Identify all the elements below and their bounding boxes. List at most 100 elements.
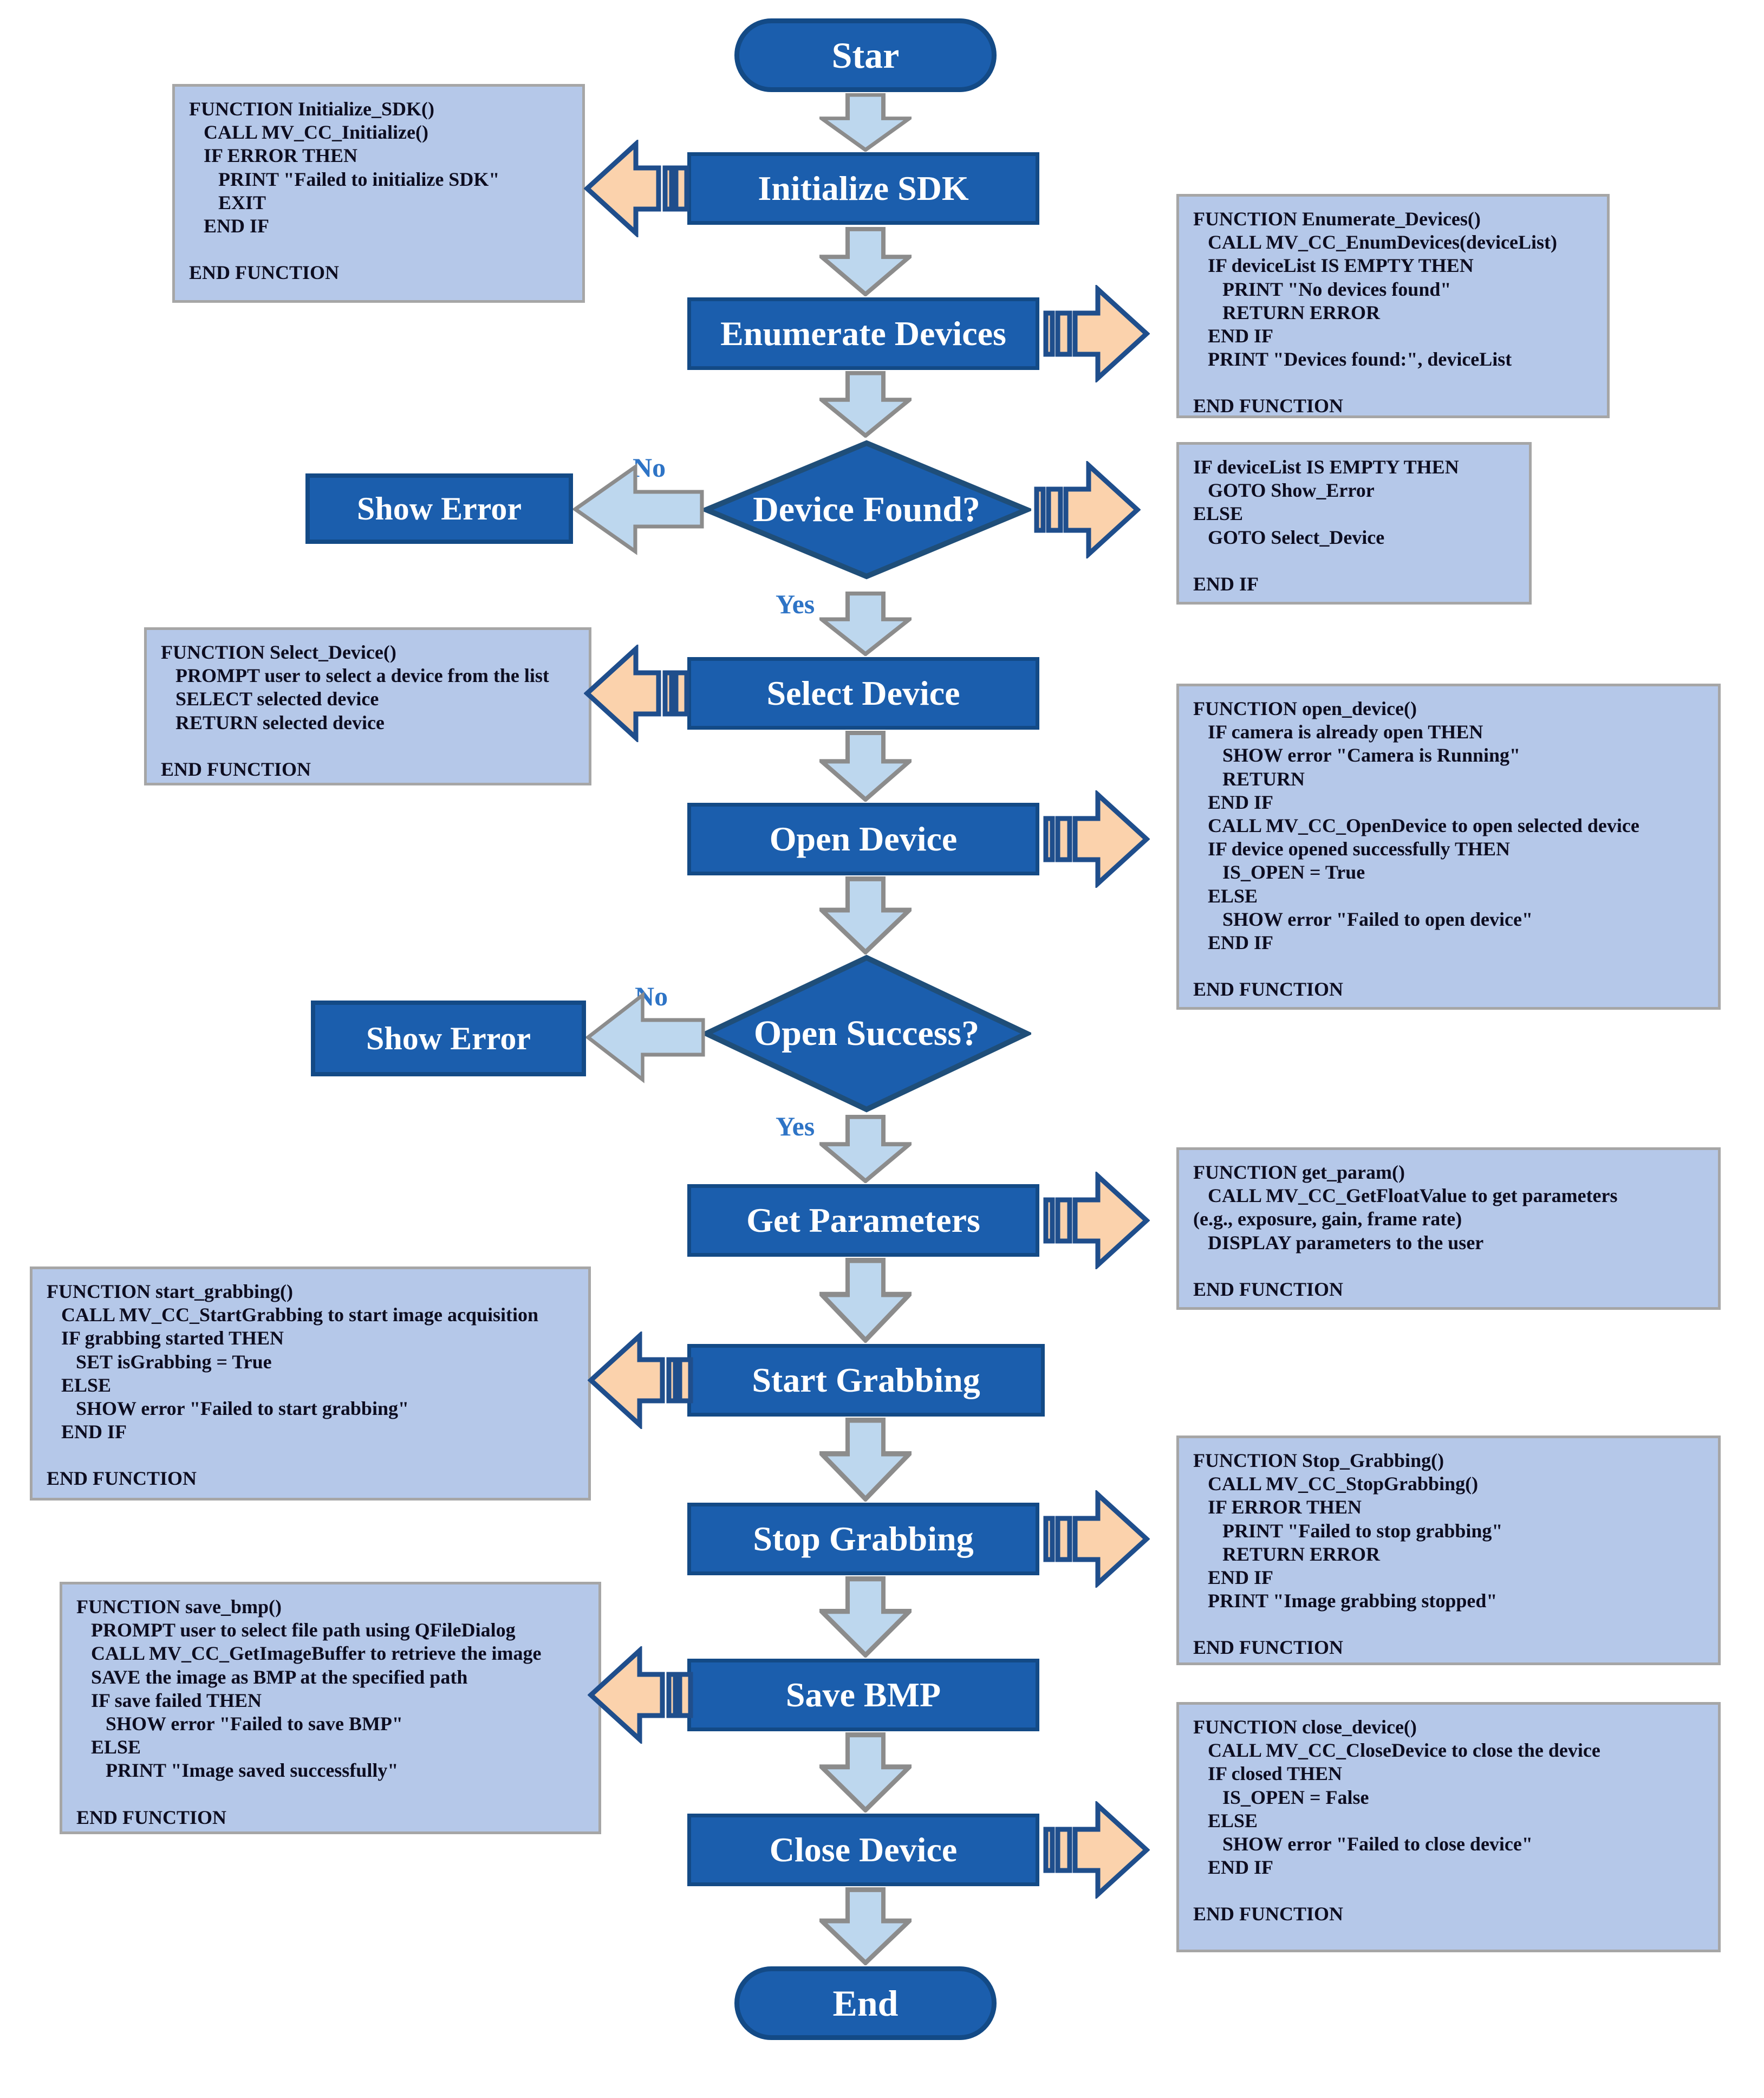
code-line: [1193, 371, 1593, 394]
striped-callout-arrow-right-icon: [1042, 790, 1150, 888]
code-line: DISPLAY parameters to the user: [1193, 1231, 1484, 1253]
code-line: END IF: [1193, 324, 1274, 347]
code-line: FUNCTION Select_Device(): [161, 641, 396, 663]
flow-arrow-down-icon: [819, 731, 912, 802]
codebox-select-device: FUNCTION Select_Device() PROMPT user to …: [144, 627, 591, 785]
code-line: PRINT "Image saved successfully": [76, 1759, 399, 1782]
step-stop-grabbing: Stop Grabbing: [687, 1503, 1039, 1575]
code-line: PRINT "Failed to stop grabbing": [1193, 1519, 1503, 1542]
code-line: FUNCTION get_param(): [1193, 1161, 1405, 1183]
code-line: GOTO Show_Error: [1193, 479, 1375, 502]
code-line: IF ERROR THEN: [1193, 1496, 1362, 1518]
code-line: END FUNCTION: [1193, 1903, 1344, 1925]
no-branch-arrow-left-icon: [573, 459, 704, 559]
code-line: SHOW error "Failed to open device": [1193, 908, 1533, 930]
end-node: End: [734, 1966, 997, 2040]
code-line: [47, 1444, 574, 1467]
flow-arrow-down-icon: [819, 227, 912, 296]
code-line: IF deviceList IS EMPTY THEN: [1193, 456, 1459, 478]
code-line: END IF: [1193, 791, 1274, 813]
flow-arrow-down-icon: [819, 1115, 912, 1183]
code-line: ELSE: [47, 1374, 112, 1396]
codebox-close-device: FUNCTION close_device() CALL MV_CC_Close…: [1176, 1702, 1721, 1952]
flow-arrow-down-icon: [819, 1418, 912, 1502]
code-line: (e.g., exposure, gain, frame rate): [1193, 1208, 1462, 1230]
striped-callout-arrow-left-icon: [588, 1646, 694, 1744]
code-line: CALL MV_CC_CloseDevice to close the devi…: [1193, 1739, 1600, 1762]
code-line: END IF: [47, 1421, 127, 1443]
step-enumerate-devices: Enumerate Devices: [687, 297, 1039, 370]
striped-callout-arrow-right-icon: [1032, 461, 1141, 558]
codebox-start-grabbing: FUNCTION start_grabbing() CALL MV_CC_Sta…: [30, 1266, 591, 1501]
code-line: PRINT "Image grabbing stopped": [1193, 1590, 1498, 1612]
code-line: PRINT "Devices found:", deviceList: [1193, 348, 1512, 371]
code-line: FUNCTION close_device(): [1193, 1716, 1417, 1738]
code-line: [76, 1783, 584, 1806]
decision-device-found-label: Device Found?: [753, 490, 980, 529]
diamond-shape-icon: [702, 954, 1031, 1113]
decision-open-success-label: Open Success?: [753, 1014, 980, 1053]
flow-arrow-down-icon: [819, 1576, 912, 1658]
code-line: END FUNCTION: [161, 758, 311, 780]
flow-arrow-down-icon: [819, 1887, 912, 1965]
code-line: [161, 735, 575, 758]
code-line: FUNCTION Initialize_SDK(): [189, 98, 434, 120]
branch-label-no-1: No: [633, 452, 666, 483]
branch-label-yes-1: Yes: [776, 589, 815, 619]
code-line: CALL MV_CC_OpenDevice to open selected d…: [1193, 814, 1639, 836]
code-line: SELECT selected device: [161, 688, 379, 710]
code-line: [1193, 1879, 1704, 1902]
flow-arrow-down-icon: [819, 1258, 912, 1343]
code-line: RETURN: [1193, 768, 1305, 790]
step-save-bmp: Save BMP: [687, 1659, 1039, 1731]
show-error-node-1: Show Error: [305, 473, 573, 544]
codebox-device-found-check: IF deviceList IS EMPTY THEN GOTO Show_Er…: [1176, 442, 1532, 605]
code-line: SHOW error "Camera is Running": [1193, 744, 1521, 767]
code-line: CALL MV_CC_StopGrabbing(): [1193, 1473, 1479, 1495]
code-line: [189, 238, 568, 261]
decision-open-success: Open Success?: [702, 953, 1031, 1114]
code-line: ELSE: [1193, 503, 1244, 525]
striped-callout-arrow-left-icon: [588, 1331, 694, 1429]
code-line: END FUNCTION: [1193, 978, 1344, 1001]
flow-arrow-down-icon: [819, 592, 912, 656]
code-line: PROMPT user to select a device from the …: [161, 665, 549, 687]
code-line: END FUNCTION: [76, 1806, 227, 1828]
code-line: ELSE: [1193, 885, 1258, 907]
code-line: END FUNCTION: [1193, 1278, 1344, 1300]
step-initialize-sdk: Initialize SDK: [687, 152, 1039, 225]
step-open-device: Open Device: [687, 803, 1039, 875]
step-start-grabbing: Start Grabbing: [687, 1344, 1045, 1417]
code-line: END FUNCTION: [1193, 395, 1344, 417]
code-line: IF ERROR THEN: [189, 145, 358, 167]
code-line: [1193, 954, 1704, 978]
start-node: Star: [734, 18, 997, 92]
code-line: PRINT "No devices found": [1193, 278, 1451, 300]
code-line: FUNCTION start_grabbing(): [47, 1281, 293, 1302]
step-select-device: Select Device: [687, 657, 1039, 730]
striped-callout-arrow-left-icon: [584, 140, 690, 237]
codebox-open-device: FUNCTION open_device() IF camera is alre…: [1176, 684, 1721, 1010]
code-line: SAVE the image as BMP at the specified p…: [76, 1666, 468, 1688]
code-line: CALL MV_CC_GetFloatValue to get paramete…: [1193, 1185, 1618, 1207]
show-error-node-2: Show Error: [311, 1001, 586, 1076]
code-line: FUNCTION open_device(): [1193, 698, 1417, 719]
code-line: END FUNCTION: [47, 1467, 197, 1490]
code-line: END IF: [189, 215, 270, 237]
code-line: IF camera is already open THEN: [1193, 721, 1483, 743]
code-line: CALL MV_CC_Initialize(): [189, 121, 428, 144]
code-line: IF save failed THEN: [76, 1689, 262, 1711]
striped-callout-arrow-right-icon: [1042, 1490, 1150, 1588]
code-line: RETURN ERROR: [1193, 301, 1381, 323]
code-line: IF grabbing started THEN: [47, 1327, 284, 1349]
flow-arrow-down-icon: [819, 93, 912, 152]
striped-callout-arrow-left-icon: [584, 645, 690, 742]
striped-callout-arrow-right-icon: [1042, 285, 1150, 382]
code-line: IF closed THEN: [1193, 1763, 1343, 1785]
codebox-save-bmp: FUNCTION save_bmp() PROMPT user to selec…: [60, 1582, 601, 1834]
code-line: CALL MV_CC_EnumDevices(deviceList): [1193, 231, 1557, 254]
code-line: PROMPT user to select file path using QF…: [76, 1619, 516, 1641]
diamond-shape-icon: [702, 440, 1031, 580]
code-line: SHOW error "Failed to start grabbing": [47, 1397, 409, 1419]
codebox-stop-grabbing: FUNCTION Stop_Grabbing() CALL MV_CC_Stop…: [1176, 1436, 1721, 1665]
